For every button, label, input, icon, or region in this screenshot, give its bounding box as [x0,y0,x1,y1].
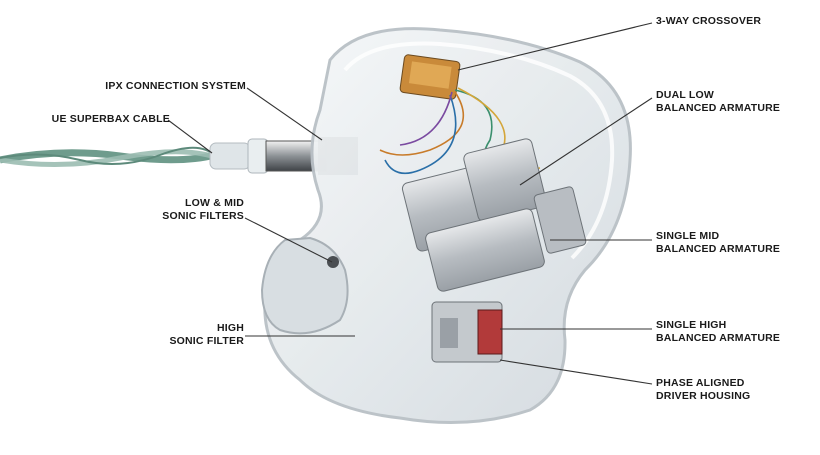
label-crossover: 3-WAY CROSSOVER [656,15,761,28]
leader-dual-low [519,97,653,186]
label-dual-low-line1: DUAL LOW [656,89,714,101]
label-sonic-lowmid: LOW & MID SONIC FILTERS [140,197,244,223]
label-sonic-lowmid-line1: LOW & MID [185,197,244,209]
leader-lines [167,22,653,385]
leader-cable [167,119,213,154]
label-sonic-high: HIGH SONIC FILTER [150,322,244,348]
label-crossover-text: 3-WAY CROSSOVER [656,15,762,27]
label-housing-line2: DRIVER HOUSING [656,390,751,402]
label-ipx-connection: IPX CONNECTION SYSTEM [68,80,246,93]
single-mid-armature [425,186,587,292]
label-single-high-line1: SINGLE HIGH [656,319,727,331]
leader-housing [499,359,653,385]
label-dual-low: DUAL LOW BALANCED ARMATURE [656,89,780,115]
label-single-mid: SINGLE MID BALANCED ARMATURE [656,230,780,256]
label-single-high: SINGLE HIGH BALANCED ARMATURE [656,319,780,345]
label-dual-low-line2: BALANCED ARMATURE [656,102,781,114]
leader-sonic-lowmid [244,217,333,263]
single-high-armature [431,301,503,363]
label-sonic-lowmid-line2: SONIC FILTERS [162,210,244,222]
label-single-mid-line1: SINGLE MID [656,230,720,242]
label-sonic-high-line1: HIGH [216,322,244,334]
crossover-board [399,54,461,100]
label-sonic-high-line2: SONIC FILTER [169,335,244,347]
cable [0,146,216,168]
label-housing: PHASE ALIGNED DRIVER HOUSING [656,377,750,403]
label-housing-line1: PHASE ALIGNED [656,377,745,389]
label-cable: UE SUPERBAX CABLE [30,113,170,126]
label-single-high-line2: BALANCED ARMATURE [656,332,781,344]
leader-crossover [457,22,653,71]
label-cable-text: UE SUPERBAX CABLE [51,113,170,125]
label-ipx-text: IPX CONNECTION SYSTEM [105,80,246,92]
label-single-mid-line2: BALANCED ARMATURE [656,243,781,255]
leader-ipx [246,87,323,141]
